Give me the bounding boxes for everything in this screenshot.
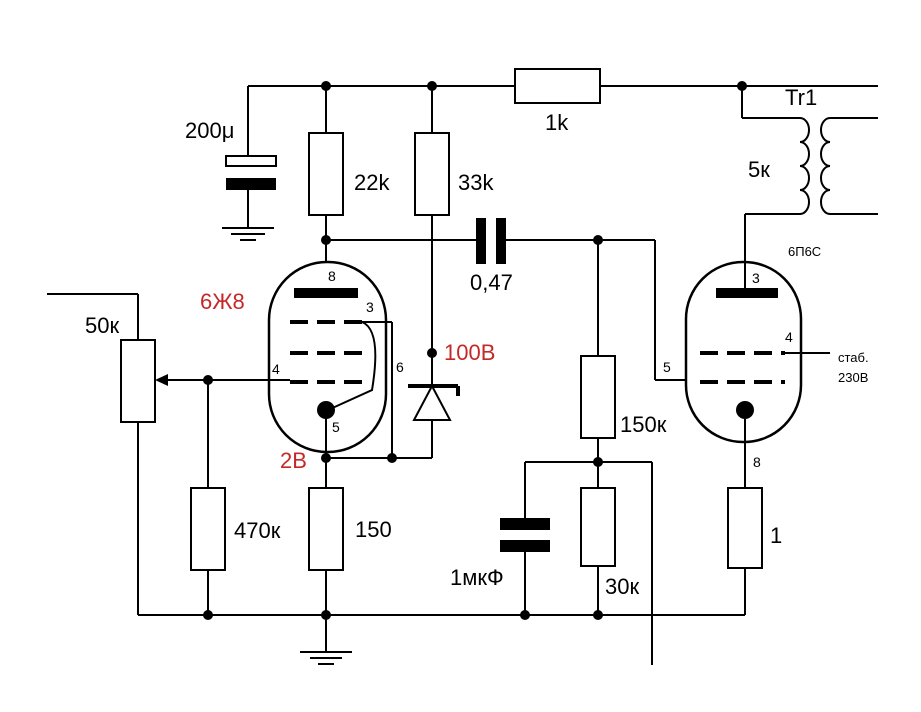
capacitor-200u: 200μ [185,86,277,228]
label-150k: 150к [620,412,667,437]
pin-label: 5 [663,359,671,375]
tube-power-label: 6П6С [788,244,821,259]
pin-label: 8 [328,268,336,284]
pin-label: 6 [396,359,404,375]
tube-pre-label: 6Ж8 [200,289,245,314]
resistor-22k: 22k [308,86,390,270]
capacitor-047: 0,47 [470,218,513,295]
tube-6zh8: 8 3 4 5 [267,260,388,454]
label-30k: 30к [605,574,639,599]
resistor-470k: 470к [190,380,281,615]
junction-dot [387,453,397,463]
resistor-30k: 30к [580,487,639,615]
ground-rail [138,610,745,665]
pin-label: 4 [272,361,280,377]
label-470k: 470к [234,518,281,543]
cathode [317,401,335,419]
junction-dot [321,235,331,245]
resistor-150k: 150к [580,240,667,488]
cathode [736,401,754,419]
label-1k: 1k [545,110,569,135]
ground-symbol [222,227,274,241]
resistor-1: 8 1 [727,419,782,615]
output-transformer: Tr1 5к [741,85,878,293]
zener-diode [408,383,460,421]
label-047: 0,47 [470,270,513,295]
stab-label-line2: 230В [838,370,868,385]
label-200u: 200μ [185,118,234,143]
label-5k: 5к [748,157,770,182]
junction-dot [427,348,437,358]
label-1: 1 [770,523,782,548]
tube-6p6s: 3 4 5 [663,260,803,444]
capacitor-1uf: 1мкФ [450,462,550,615]
stab-label-line1: стаб. [838,350,869,365]
voltage-2: 2В [280,448,307,473]
pin-label: 3 [752,270,760,286]
junction-dot [203,610,213,620]
pin-label: 3 [366,299,374,315]
pin-label: 5 [332,419,340,435]
resistor-150: 150 [308,458,392,615]
potentiometer-50k: 50к [47,293,168,615]
label-50k: 50к [85,313,119,338]
pin-label: 4 [785,329,793,345]
pin-label: 8 [753,454,761,470]
voltage-100: 100В [444,340,495,365]
label-1uf: 1мкФ [450,565,504,590]
label-22k: 22k [354,170,390,195]
label-150: 150 [355,517,392,542]
label-tr1: Tr1 [785,85,817,110]
label-33k: 33k [458,170,494,195]
resistor-1k: 1k [514,68,601,135]
